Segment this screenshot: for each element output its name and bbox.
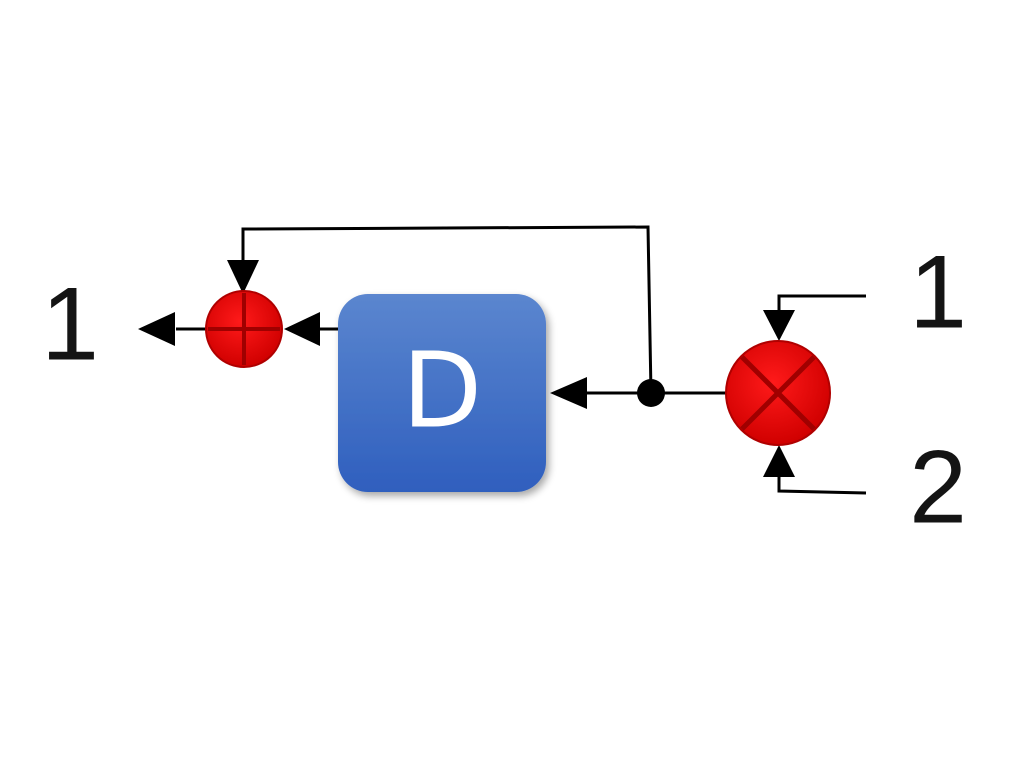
output-label: 1: [41, 266, 99, 382]
arrow-into-adder-top: [227, 260, 259, 294]
adder-node: [205, 290, 283, 368]
wire-feedforward-path: [241, 225, 653, 394]
input-label-top: 1: [909, 234, 967, 350]
arrowheads: [138, 260, 795, 477]
arrow-into-multiplier-top: [763, 310, 795, 341]
delay-block: D: [338, 294, 546, 492]
arrow-output: [138, 312, 175, 346]
multiplier-cross-icon-b: [740, 355, 816, 431]
arrow-into-multiplier-bottom: [763, 445, 795, 477]
wire-input-1: [777, 294, 866, 311]
delay-block-label: D: [402, 329, 482, 451]
delay-block-body: [338, 294, 546, 492]
arrow-into-adder-right: [284, 312, 320, 346]
wire-input-2: [777, 476, 867, 495]
input-label-bottom: 2: [909, 429, 967, 545]
branch-junction-dot: [637, 379, 665, 407]
arrow-into-delay: [550, 377, 587, 409]
multiplier-node: [725, 340, 831, 446]
